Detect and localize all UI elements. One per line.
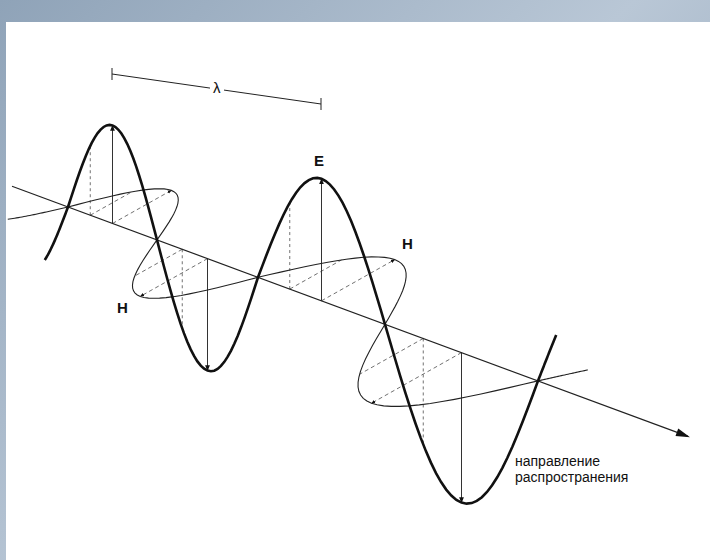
h-field-label: H xyxy=(402,236,413,252)
h-vector xyxy=(322,260,395,301)
axis-arrowhead xyxy=(675,429,690,438)
bracket-line xyxy=(112,74,321,104)
h-vector xyxy=(90,192,132,215)
e-vector xyxy=(461,353,462,503)
e-vector xyxy=(321,179,322,301)
wavelength-symbol: λ xyxy=(210,80,224,96)
e-vector xyxy=(182,249,183,328)
h-vector xyxy=(372,353,462,404)
e-vector xyxy=(423,338,424,444)
axis-line xyxy=(12,186,688,436)
bracket-tick xyxy=(321,98,322,110)
h-vector xyxy=(140,259,207,297)
h-curve xyxy=(8,189,588,407)
h-vector xyxy=(113,190,172,223)
e-vector xyxy=(289,203,290,289)
h-field-label: H xyxy=(117,300,128,316)
e-wave xyxy=(45,125,556,504)
direction-label: направление распространения xyxy=(515,453,640,485)
e-vector xyxy=(207,259,208,371)
h-wave xyxy=(8,189,588,407)
e-vector xyxy=(90,146,91,215)
e-curve xyxy=(45,125,556,504)
helper-lines xyxy=(90,125,461,502)
e-field-label: E xyxy=(314,153,324,169)
bracket-tick xyxy=(112,68,113,80)
wavelength-bracket xyxy=(112,68,321,110)
e-vector xyxy=(112,125,113,223)
